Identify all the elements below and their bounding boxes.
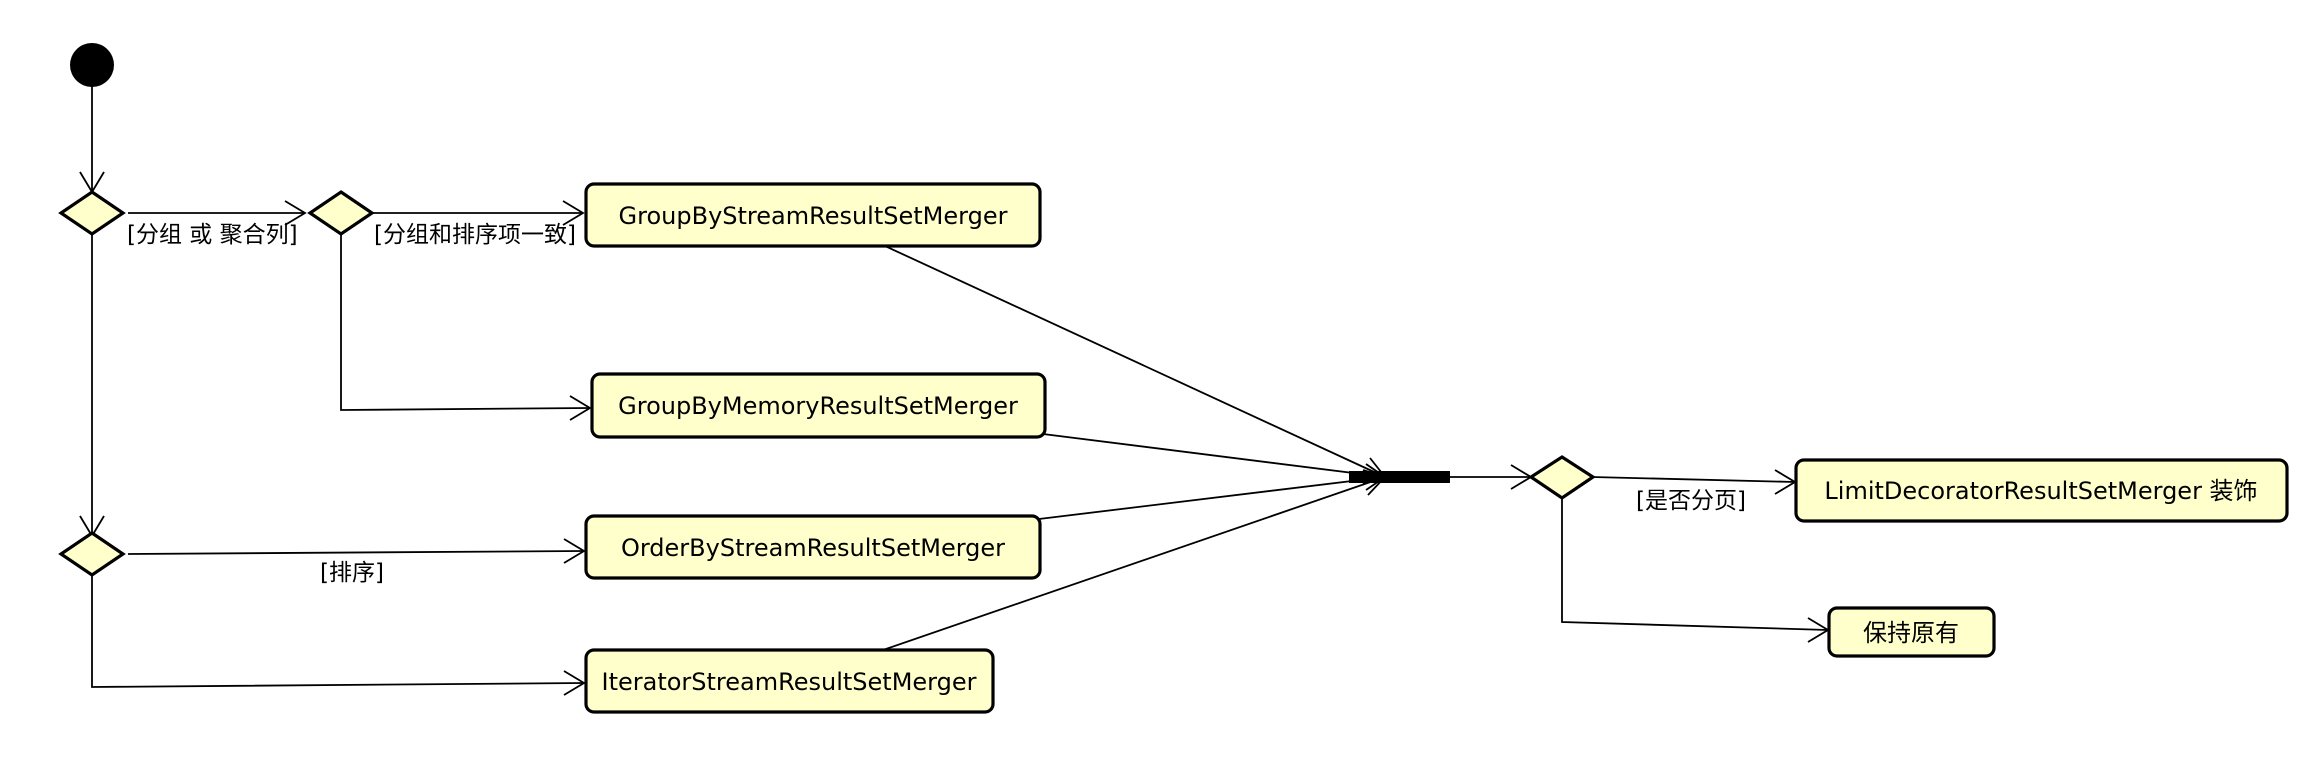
node-label: GroupByStreamResultSetMerger — [619, 202, 1008, 230]
arrowhead — [562, 200, 585, 226]
node-label: LimitDecoratorResultSetMerger 装饰 — [1824, 477, 2257, 505]
node-iterator-stream: IteratorStreamResultSetMerger — [584, 648, 995, 714]
node-label: GroupByMemoryResultSetMerger — [618, 392, 1018, 420]
decision-paginate — [1528, 455, 1596, 500]
node-box — [584, 182, 1042, 248]
arrowhead — [563, 670, 586, 696]
edge-iterator-stream-to-join — [882, 476, 1386, 651]
node-box — [584, 648, 995, 714]
edge-decision-3-to-orderby-stream — [127, 550, 585, 555]
decision-group-order-consistent — [307, 190, 375, 236]
edges — [79, 84, 1830, 696]
node-label: 保持原有 — [1863, 619, 1959, 647]
node-box — [1794, 458, 2289, 523]
edge-decision-3-to-iterator-stream — [91, 575, 585, 688]
node-box — [584, 514, 1042, 580]
join-bar — [1349, 471, 1450, 483]
arrowhead — [284, 200, 307, 226]
decision-order — [58, 531, 126, 577]
node-groupby-stream: GroupByStreamResultSetMerger — [584, 182, 1042, 248]
edge-groupby-memory-to-join — [1042, 433, 1386, 478]
initial-node — [70, 43, 114, 87]
edge-orderby-stream-to-join — [1038, 476, 1386, 520]
edge-decision-4-to-keep-original — [1561, 498, 1829, 631]
node-limit-decorator: LimitDecoratorResultSetMerger 装饰 — [1794, 458, 2289, 523]
guard-group-order-consistent: [分组和排序项一致] — [374, 222, 576, 248]
guard-order: [排序] — [320, 560, 384, 586]
arrowhead — [563, 538, 586, 564]
arrowhead — [569, 395, 592, 421]
decision-group-or-aggregate — [58, 190, 126, 236]
node-groupby-memory: GroupByMemoryResultSetMerger — [590, 372, 1047, 439]
node-keep-original: 保持原有 — [1827, 606, 1996, 658]
edge-decision-4-to-limit-decorator — [1591, 476, 1796, 483]
edge-decision-2-to-groupby-memory — [340, 234, 591, 411]
node-orderby-stream: OrderByStreamResultSetMerger — [584, 514, 1042, 580]
node-label: OrderByStreamResultSetMerger — [621, 534, 1005, 562]
node-box — [590, 372, 1047, 439]
node-box — [1827, 606, 1996, 658]
node-label: IteratorStreamResultSetMerger — [602, 668, 977, 696]
guard-group-or-aggregate: [分组 或 聚合列] — [127, 222, 298, 248]
guard-paginate: [是否分页] — [1636, 488, 1746, 514]
edge-groupby-stream-to-join — [884, 245, 1386, 478]
